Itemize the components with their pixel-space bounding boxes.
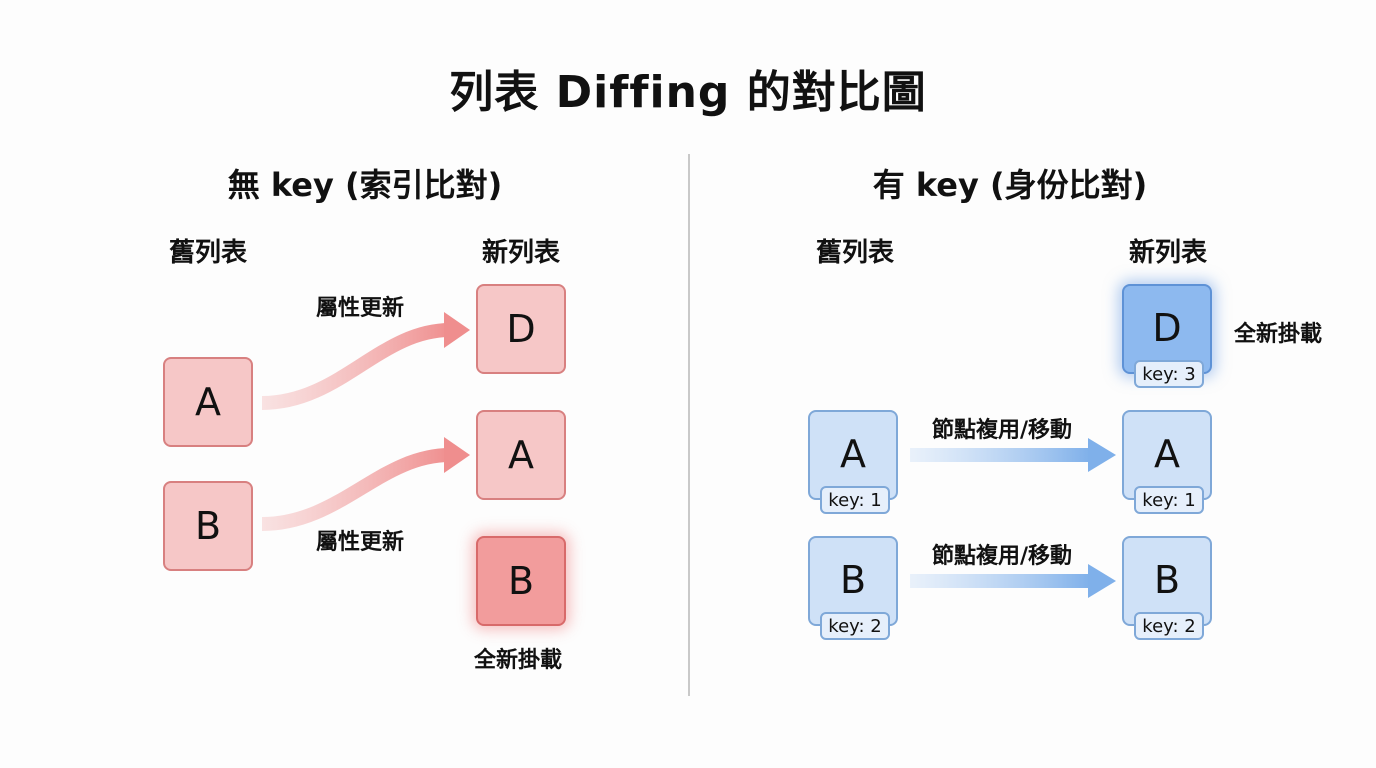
key-badge: key: 1 bbox=[1134, 486, 1204, 514]
left-new-node-b-mounted: B bbox=[476, 536, 566, 626]
right-arrow-b-to-b bbox=[910, 564, 1116, 598]
key-badge: key: 3 bbox=[1134, 360, 1204, 388]
diagram-title: 列表 Diffing 的對比圖 bbox=[449, 67, 927, 118]
right-new-list-label: 新列表 bbox=[1128, 238, 1207, 268]
left-new-node-d: D bbox=[476, 284, 566, 374]
left-arrow-top-label: 屬性更新 bbox=[316, 296, 405, 321]
left-new-list-label: 新列表 bbox=[481, 238, 560, 268]
right-new-node-d-mounted: D key: 3 bbox=[1122, 284, 1212, 388]
right-new-node-b: B key: 2 bbox=[1122, 536, 1212, 640]
left-old-node-b: B bbox=[163, 481, 253, 571]
right-mount-label: 全新掛載 bbox=[1234, 322, 1323, 347]
right-new-node-a: A key: 1 bbox=[1122, 410, 1212, 514]
key-badge: key: 1 bbox=[820, 486, 890, 514]
node-letter: B bbox=[1153, 558, 1181, 602]
node-letter: A bbox=[840, 432, 866, 476]
node-letter: A bbox=[195, 380, 221, 424]
left-arrow-b-to-a bbox=[261, 437, 470, 531]
key-badge: key: 2 bbox=[1134, 612, 1204, 640]
node-letter: A bbox=[1154, 432, 1180, 476]
node-letter: B bbox=[507, 559, 535, 603]
right-arrow-bottom-label: 節點複用/移動 bbox=[932, 544, 1073, 569]
left-old-list-label: 舊列表 bbox=[168, 238, 247, 268]
left-arrow-bottom-label: 屬性更新 bbox=[316, 530, 405, 555]
node-letter: B bbox=[194, 504, 222, 548]
right-arrow-top-label: 節點複用/移動 bbox=[932, 418, 1073, 443]
right-heading: 有 key (身份比對) bbox=[872, 166, 1148, 204]
left-mount-label: 全新掛載 bbox=[474, 648, 563, 673]
node-letter: A bbox=[508, 433, 534, 477]
right-old-list-label: 舊列表 bbox=[815, 238, 894, 268]
right-old-node-a: A key: 1 bbox=[808, 410, 898, 514]
node-letter: D bbox=[506, 307, 536, 351]
left-old-node-a: A bbox=[163, 357, 253, 447]
key-badge: key: 2 bbox=[820, 612, 890, 640]
right-old-node-b: B key: 2 bbox=[808, 536, 898, 640]
right-arrow-a-to-a bbox=[910, 438, 1116, 472]
left-new-node-a: A bbox=[476, 410, 566, 500]
node-letter: D bbox=[1152, 306, 1182, 350]
left-heading: 無 key (索引比對) bbox=[227, 166, 503, 204]
left-arrow-a-to-d bbox=[261, 312, 470, 410]
center-divider bbox=[688, 154, 690, 696]
node-letter: B bbox=[839, 558, 867, 602]
